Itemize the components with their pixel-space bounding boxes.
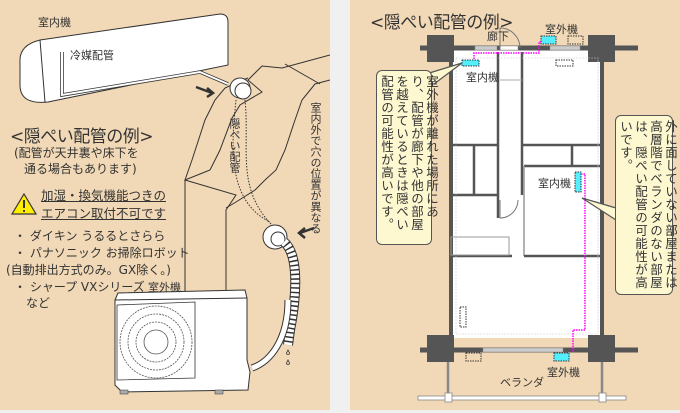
callout-bubble-left: 室外機が離れた場所にあり、配管が廊下や他の部屋を越えているときは隠ぺい配管の可能…: [376, 70, 439, 245]
pipe-route-top: [473, 41, 541, 60]
list-item: ・ パナソニック お掃除ロボット: [14, 246, 190, 260]
floor-plan: [417, 27, 638, 403]
indoor-unit-body: [19, 13, 229, 103]
indoor-unit-label: 室内機: [38, 16, 71, 29]
window: [549, 45, 581, 51]
wall-edge: [225, 63, 330, 209]
column: [588, 35, 615, 62]
balcony-label: ベランダ: [500, 376, 544, 389]
installation-illustration: [10, 13, 330, 395]
right-panel: <隠ぺい配管の例> 廊下 室外機 室内機 室内機 室外機 ベランダ 室外機が離れ…: [350, 0, 680, 410]
outdoor-unit-bottom-label: 室外機: [547, 366, 580, 379]
wall-cutaway: [184, 54, 330, 181]
column: [427, 335, 454, 362]
unit-foot: [214, 389, 224, 395]
indoor-unit-top-alt: [555, 59, 574, 67]
concealed-pipe-label: 隠ぺい配管: [228, 118, 241, 173]
drip-icon: [286, 349, 290, 365]
list-item: など: [26, 296, 51, 310]
warning-line-1: 加湿・換気機能つきの: [41, 188, 167, 203]
note-line-2: 通る場合もあります): [24, 162, 137, 176]
hidden-pipe-dotted-2: [244, 99, 276, 229]
corridor-label: 廊下: [487, 30, 509, 43]
outdoor-unit-bottom: [553, 352, 570, 362]
door-swing: [499, 27, 521, 50]
hole-position-label: 室内外で穴の位置が異なる: [309, 102, 322, 234]
arrow-icon-outdoor: [297, 226, 315, 239]
indoor-unit-top: [461, 59, 480, 67]
window: [482, 347, 564, 353]
cabinet: [450, 236, 510, 256]
callout-bubble-right: 外に面していない部屋または高層階でベランダのない部屋は、隠ぺい配管の可能性が高い…: [615, 115, 678, 295]
outdoor-unit-top: [540, 35, 557, 45]
heading: <隠ぺい配管の例>: [370, 13, 514, 33]
bubble-pointer-right: [581, 197, 617, 221]
outdoor-unit-label: 室外機: [148, 281, 181, 294]
indoor-unit-mid-label: 室内機: [538, 177, 571, 190]
list-item: ・ ダイキン うるるとさらら: [14, 229, 166, 243]
list-item: ・ シャープ VXシリーズ: [14, 280, 145, 294]
indoor-unit-mid: [574, 171, 582, 193]
indoor-unit-top-label: 室内機: [466, 71, 499, 84]
balcony-rail: [417, 395, 627, 401]
arrow-icon-indoor: [195, 85, 216, 99]
outdoor-unit-top-alt: [567, 35, 584, 45]
window: [474, 45, 498, 51]
note-line-1: (配管が天井裏や床下を: [14, 146, 139, 160]
fan-hub: [143, 329, 169, 355]
left-panel: 室内機 冷媒配管 隠ぺい配管 室内外で穴の位置が異なる <隠ぺい配管の例> (配…: [0, 0, 330, 410]
callout-text-right: 外に面していない部屋または高層階でベランダのない部屋は、隠ぺい配管の可能性が高い…: [618, 120, 678, 289]
pipe-route-right: [572, 173, 586, 353]
unit-foot: [119, 389, 129, 395]
bubble-pointer-left: [425, 62, 463, 85]
warning-line-2: エアコン取付不可です: [41, 206, 167, 221]
heading: <隠ぺい配管の例>: [10, 127, 154, 147]
column: [588, 335, 615, 362]
column: [427, 35, 454, 62]
outdoor-unit-top-label: 室外機: [545, 23, 578, 36]
window: [499, 45, 519, 51]
outdoor-unit-bottom-alt: [465, 352, 482, 362]
refrigerant-pipe-label: 冷媒配管: [70, 49, 114, 62]
list-item: (自動排出方式のみ。GX除く。): [6, 263, 171, 277]
wall-line-lower: [184, 179, 237, 300]
door-swing: [499, 199, 519, 219]
callout-text-left: 室外機が離れた場所にあり、配管が廊下や他の部屋を越えているときは隠ぺい配管の可能…: [379, 75, 439, 231]
indoor-unit-alt: [459, 306, 467, 328]
